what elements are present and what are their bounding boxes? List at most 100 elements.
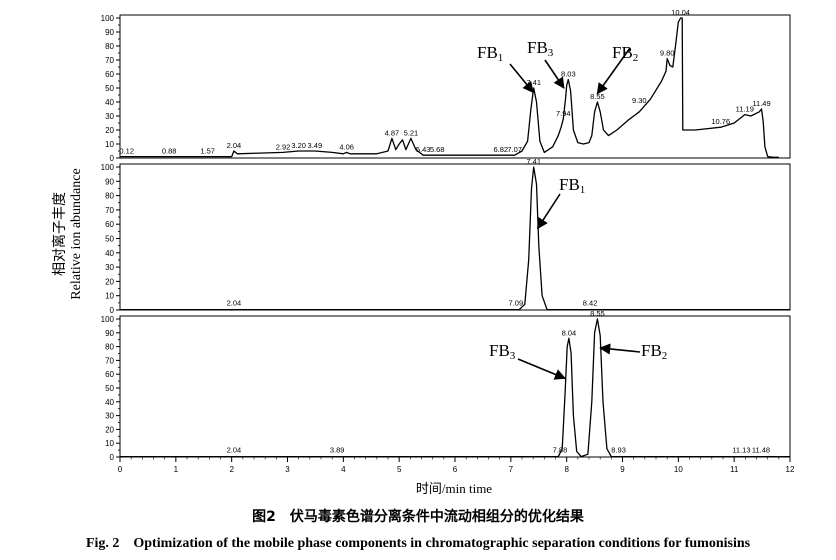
- annotation-arrow-top: [596, 47, 631, 95]
- annotation-subscript: 2: [662, 350, 668, 362]
- peak-label-top: 6.82: [493, 145, 508, 154]
- figure-caption-chinese: 图2 伏马毒素色谱分离条件中流动相组分的优化结果: [252, 509, 584, 525]
- y-tick-label-top: 90: [105, 28, 114, 37]
- peak-label-top: 7.07: [507, 145, 522, 154]
- y-tick-label-bottom: 0: [110, 453, 115, 462]
- y-tick-label-bottom: 20: [105, 425, 114, 434]
- annotation-label-top: FB3: [527, 38, 554, 59]
- annotation-label-bottom: FB2: [641, 341, 667, 362]
- y-tick-label-top: 60: [105, 70, 114, 79]
- y-tick-label-bottom: 70: [105, 356, 114, 365]
- y-tick-label-middle: 50: [105, 235, 114, 244]
- y-tick-label-middle: 70: [105, 206, 114, 215]
- x-tick-label-bottom: 9: [620, 465, 625, 474]
- y-tick-label-middle: 40: [105, 249, 114, 258]
- peak-label-top: 11.19: [736, 105, 754, 114]
- y-tick-label-bottom: 100: [101, 315, 115, 324]
- peak-label-top: 1.57: [200, 147, 215, 156]
- peak-label-top: 5.21: [404, 128, 419, 137]
- annotation-subscript: 2: [633, 52, 639, 64]
- peak-label-bottom: 8.93: [611, 446, 626, 455]
- plot-frame-middle: [119, 163, 791, 311]
- peak-label-bottom: 7.88: [553, 446, 568, 455]
- annotation-arrow-bottom: [517, 358, 567, 380]
- peak-label-middle: 8.42: [583, 299, 598, 308]
- peak-label-top: 7.94: [556, 109, 571, 118]
- x-tick-label-bottom: 7: [509, 465, 514, 474]
- y-tick-label-middle: 90: [105, 177, 114, 186]
- peak-label-top: 10.76: [711, 117, 730, 126]
- y-tick-label-middle: 20: [105, 277, 114, 286]
- x-axis-label: 时间/min time: [416, 481, 492, 496]
- x-tick-label-bottom: 8: [564, 465, 569, 474]
- peak-label-middle: 7.09: [509, 299, 524, 308]
- x-tick-label-bottom: 12: [786, 465, 795, 474]
- y-tick-label-top: 30: [105, 112, 114, 121]
- y-axis-label-en: Relative ion abundance: [69, 168, 84, 299]
- x-tick-label-bottom: 5: [397, 465, 402, 474]
- peak-label-top: 2.04: [227, 141, 242, 150]
- peak-label-top: 0.12: [119, 147, 134, 156]
- y-tick-label-middle: 80: [105, 192, 114, 201]
- figure-caption-english: Fig. 2 Optimization of the mobile phase …: [85, 536, 751, 551]
- y-tick-label-middle: 60: [105, 220, 114, 229]
- peak-label-top: 9.30: [632, 96, 647, 105]
- annotation-subscript: 1: [580, 184, 586, 196]
- annotation-arrow-middle: [536, 193, 561, 230]
- y-tick-label-top: 100: [101, 14, 115, 23]
- peak-label-bottom: 11.13: [732, 446, 750, 455]
- peak-label-top: 3.20: [291, 141, 306, 150]
- peak-label-bottom: 3.89: [330, 446, 345, 455]
- annotation-arrow-top: [509, 63, 534, 94]
- annotation-arrow-bottom: [599, 343, 641, 355]
- y-tick-label-middle: 100: [101, 163, 115, 172]
- chromatogram-trace-bottom: [120, 318, 790, 458]
- peak-label-top: 0.88: [162, 147, 177, 156]
- x-tick-label-bottom: 1: [174, 465, 179, 474]
- y-tick-label-top: 80: [105, 42, 114, 51]
- plot-frame-bottom: [119, 315, 791, 458]
- plot-frame-top: [119, 14, 791, 159]
- y-tick-label-bottom: 80: [105, 343, 114, 352]
- y-tick-label-middle: 10: [105, 292, 114, 301]
- x-tick-label-bottom: 4: [341, 465, 346, 474]
- y-tick-label-bottom: 90: [105, 329, 114, 338]
- y-tick-label-bottom: 30: [105, 412, 114, 421]
- annotation-subscript: 3: [510, 350, 516, 362]
- peak-label-middle: 7.41: [526, 157, 541, 166]
- x-tick-label-bottom: 6: [453, 465, 458, 474]
- y-tick-label-middle: 0: [110, 306, 115, 315]
- y-tick-label-top: 70: [105, 56, 114, 65]
- y-tick-label-top: 20: [105, 126, 114, 135]
- peak-label-top: 8.03: [561, 70, 576, 79]
- chromatogram-trace-middle: [120, 166, 790, 311]
- annotation-subscript: 3: [548, 47, 554, 59]
- x-tick-label-bottom: 11: [730, 465, 739, 474]
- annotation-subscript: 1: [498, 52, 504, 64]
- peak-label-top: 9.80: [660, 49, 675, 58]
- y-axis-label-cn: 相对离子丰度: [51, 192, 68, 276]
- peak-label-top: 5.43: [416, 145, 431, 154]
- y-tick-label-bottom: 50: [105, 384, 114, 393]
- x-tick-label-bottom: 2: [229, 465, 234, 474]
- annotation-label-middle: FB1: [559, 175, 585, 196]
- peak-label-top: 11.49: [752, 99, 770, 108]
- y-tick-label-bottom: 10: [105, 439, 114, 448]
- peak-label-top: 4.06: [339, 142, 354, 151]
- x-tick-label-bottom: 0: [118, 465, 123, 474]
- y-tick-label-top: 40: [105, 98, 114, 107]
- y-tick-label-top: 50: [105, 84, 114, 93]
- peak-label-bottom: 11.48: [752, 446, 770, 455]
- peak-label-top: 5.68: [430, 145, 445, 154]
- y-tick-label-top: 0: [110, 154, 115, 163]
- y-tick-label-bottom: 40: [105, 398, 114, 407]
- peak-label-top: 3.49: [308, 141, 323, 150]
- peak-label-bottom: 8.04: [562, 328, 577, 337]
- chromatogram-trace-top: [120, 17, 779, 158]
- peak-label-bottom: 8.55: [590, 309, 605, 318]
- peak-label-top: 4.87: [385, 128, 400, 137]
- y-tick-label-middle: 30: [105, 263, 114, 272]
